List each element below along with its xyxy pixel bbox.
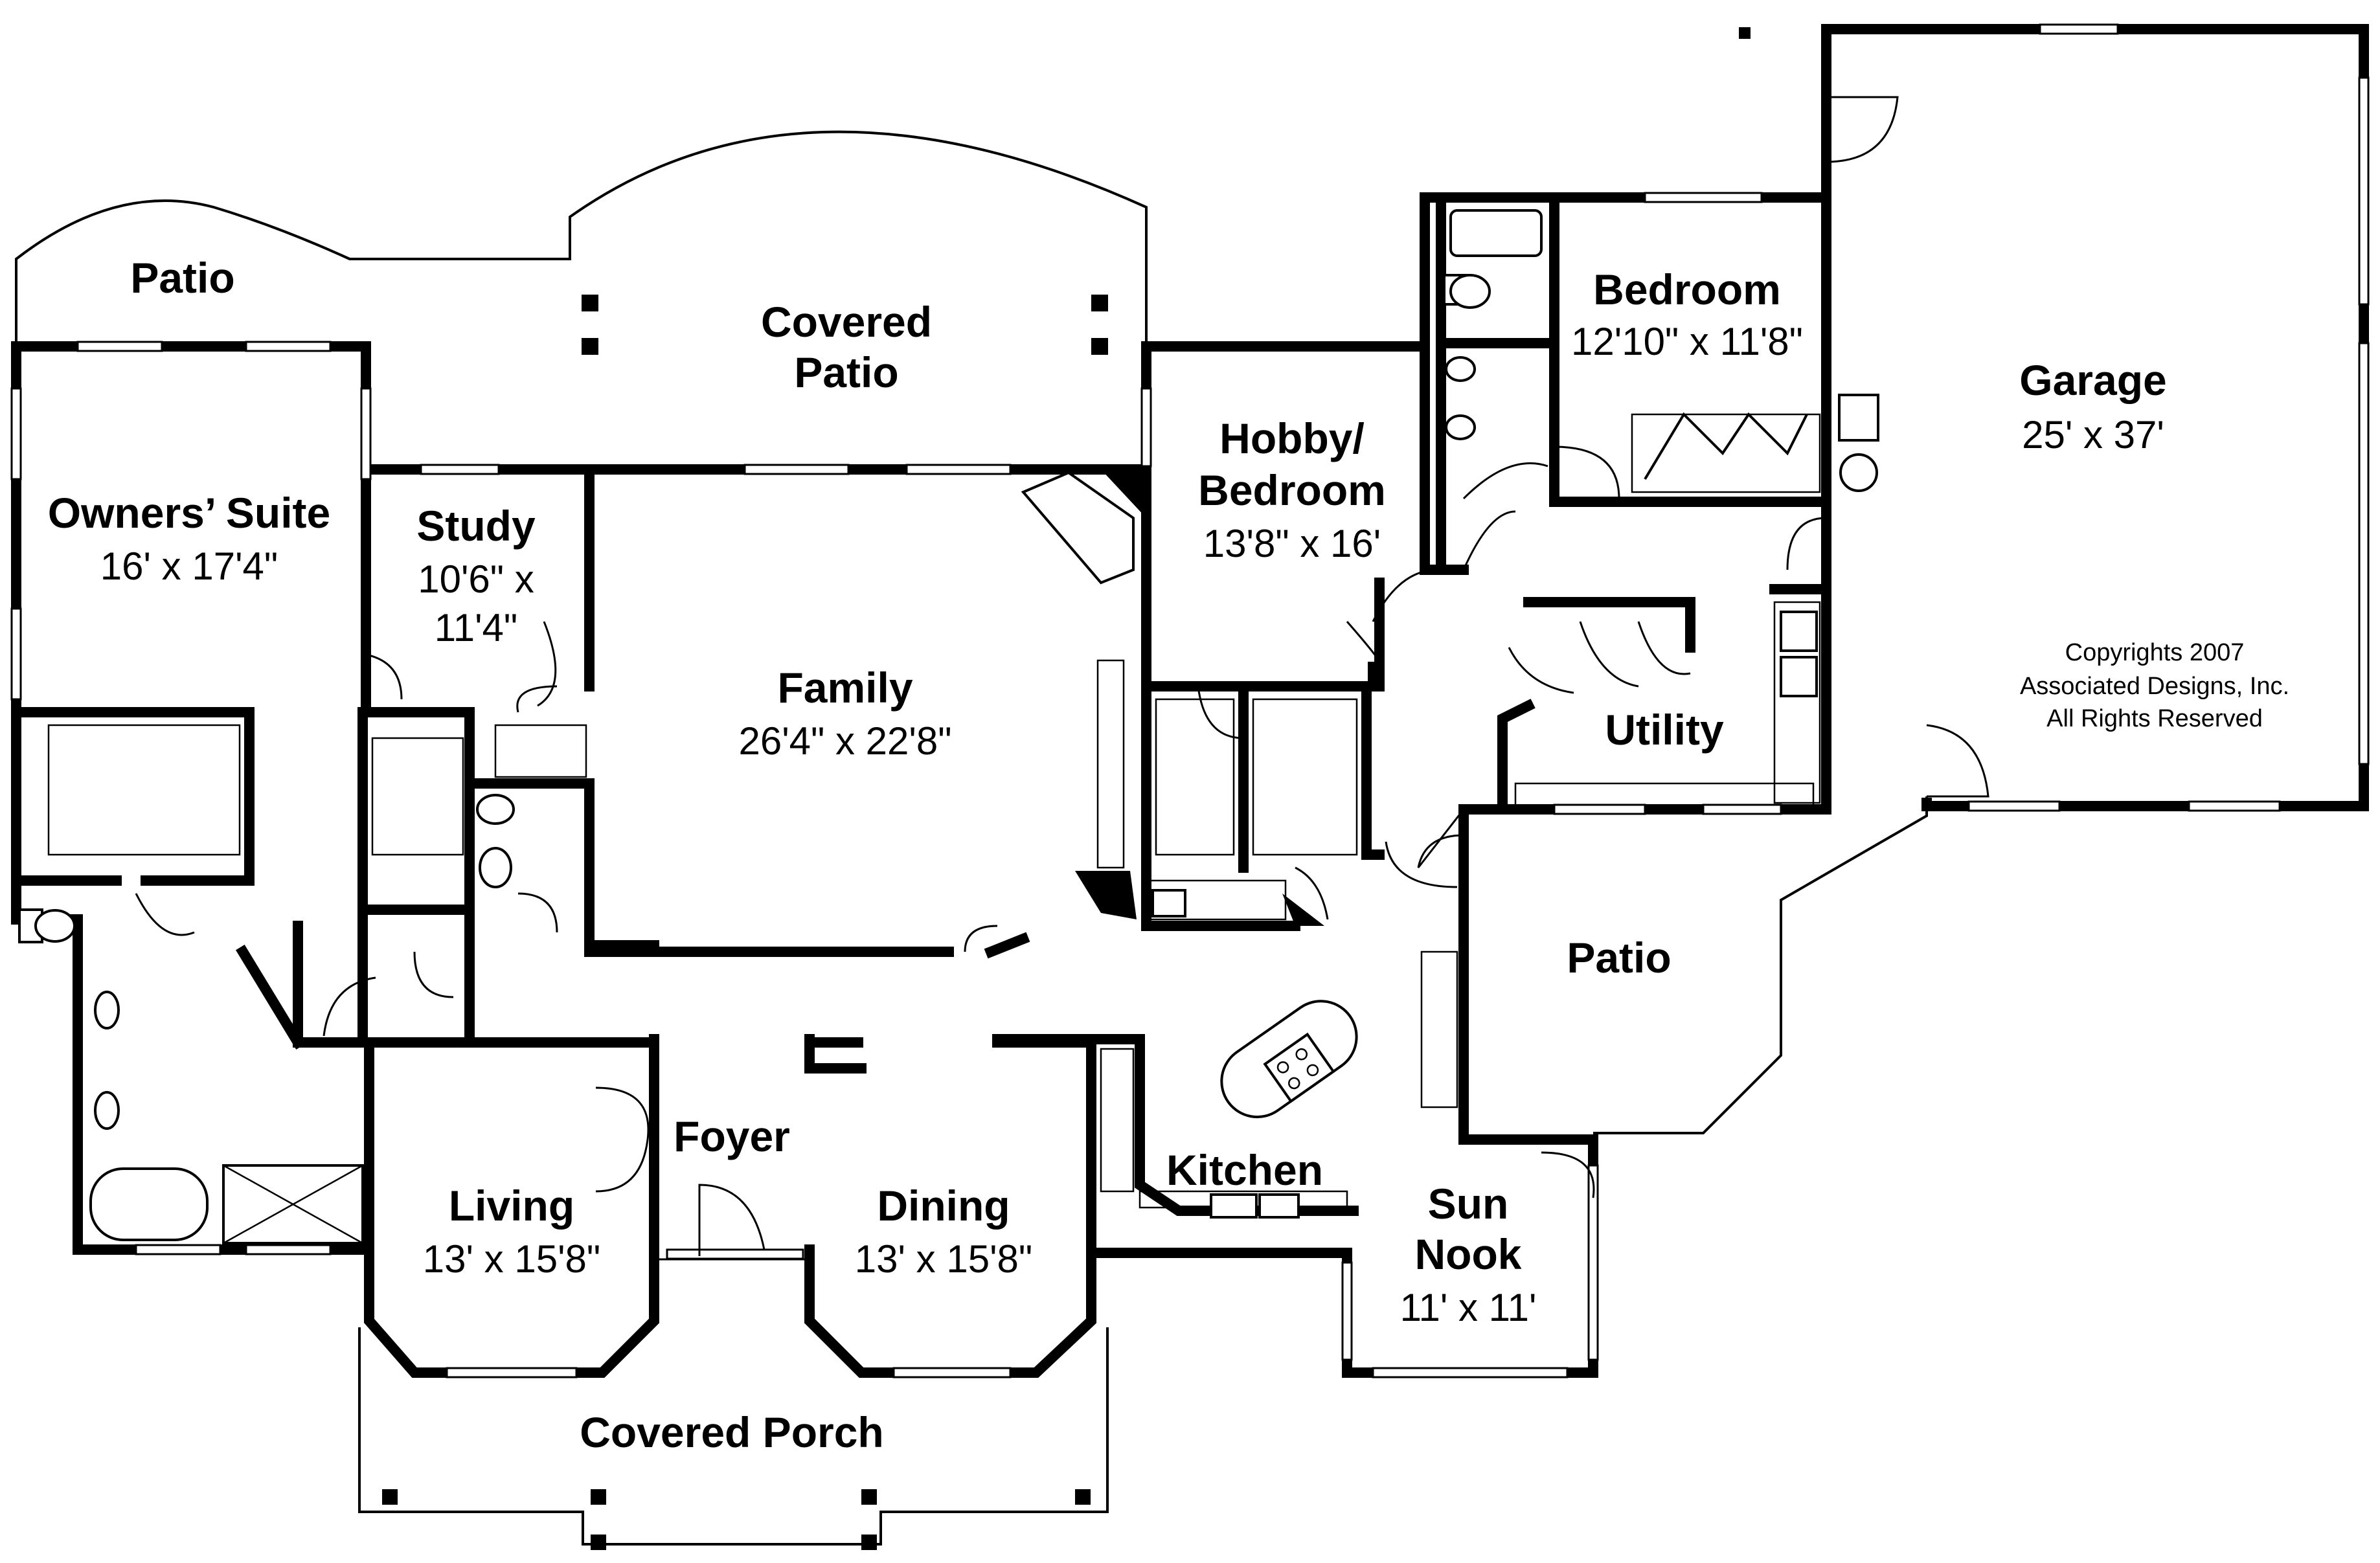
hobby-bedroom-label-2: Bedroom [1198,466,1386,514]
covered-patio-label-1: Covered [761,298,932,346]
study-label: Study [416,502,536,550]
owners-suite-label: Owners’ Suite [48,489,330,537]
sun-nook-label-1: Sun [1428,1180,1509,1228]
sun-nook-size: 11' x 11' [1400,1286,1537,1329]
bedroom-size: 12'10" x 11'8" [1571,320,1803,363]
interior-walls [11,192,1831,1216]
study-size-1: 10'6" x [418,557,534,601]
garage-size: 25' x 37' [2022,413,2164,456]
covered-porch-outline [358,1327,1109,1550]
foyer-label: Foyer [674,1112,790,1160]
hobby-bedroom-label-1: Hobby/ [1219,414,1365,462]
fixtures [18,209,1879,1244]
covered-patio-posts [582,295,1108,355]
windows [10,23,2370,1378]
covered-patio-label-2: Patio [794,348,898,396]
doors [135,96,1989,1261]
marker-square [1739,27,1751,39]
dining-label: Dining [877,1182,1010,1230]
living-label: Living [449,1182,574,1230]
copyright-line-2: Associated Designs, Inc. [2020,673,2289,700]
hobby-bedroom-size: 13'8" x 16' [1203,522,1381,565]
closet-and-counter-lines [47,413,1821,1209]
bedroom-label: Bedroom [1593,265,1781,313]
covered-porch-label: Covered Porch [580,1408,883,1456]
patio-left-label: Patio [130,254,234,302]
living-size: 13' x 15'8" [423,1237,600,1281]
family-size: 26'4" x 22'8" [738,719,951,763]
patio-right-label: Patio [1567,934,1671,982]
family-label: Family [777,664,912,712]
utility-label: Utility [1605,706,1724,754]
kitchen-label: Kitchen [1166,1146,1323,1194]
garage-label: Garage [2019,356,2166,404]
copyright-line-1: Copyrights 2007 [2065,639,2245,666]
study-size-2: 11'4" [435,606,517,649]
room-labels: Patio Covered Patio Owners’ Suite 16' x … [48,254,2289,1456]
patio-right-outline [1593,796,1928,1134]
copyright-line-3: All Rights Reserved [2046,705,2263,732]
sun-nook-label-2: Nook [1415,1230,1522,1278]
owners-suite-size: 16' x 17'4" [100,545,278,588]
patio-left-outline [15,130,1148,343]
dining-size: 13' x 15'8" [855,1237,1032,1281]
